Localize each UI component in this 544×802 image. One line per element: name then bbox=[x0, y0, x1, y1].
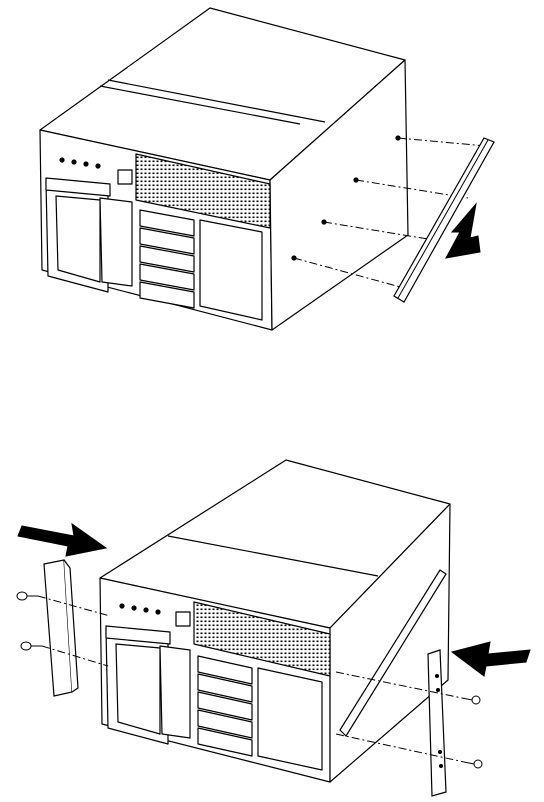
figure-attach-rail-svg bbox=[0, 0, 544, 350]
front-door-2 bbox=[258, 668, 322, 770]
arrow-left-into-side bbox=[452, 642, 530, 676]
power-switch bbox=[118, 170, 132, 184]
figure-attach-brackets-svg bbox=[0, 440, 544, 802]
front-bracket-screws bbox=[17, 592, 42, 650]
drive-bay-inner bbox=[56, 196, 100, 282]
hdd-bays-2 bbox=[198, 656, 252, 756]
arrow-right-from-front bbox=[18, 524, 106, 556]
side-drive-2 bbox=[160, 646, 190, 738]
drive-bay-inner-2 bbox=[116, 644, 160, 734]
rear-bracket-screws bbox=[462, 696, 482, 768]
figure-attach-rail bbox=[0, 0, 544, 350]
front-door bbox=[200, 220, 262, 320]
figure-attach-brackets bbox=[0, 440, 544, 802]
mounting-rail bbox=[394, 138, 494, 302]
hdd-bays bbox=[140, 210, 194, 308]
mounting-rail-edge bbox=[398, 140, 488, 298]
side-drive bbox=[100, 198, 132, 286]
power-switch-2 bbox=[176, 612, 190, 626]
